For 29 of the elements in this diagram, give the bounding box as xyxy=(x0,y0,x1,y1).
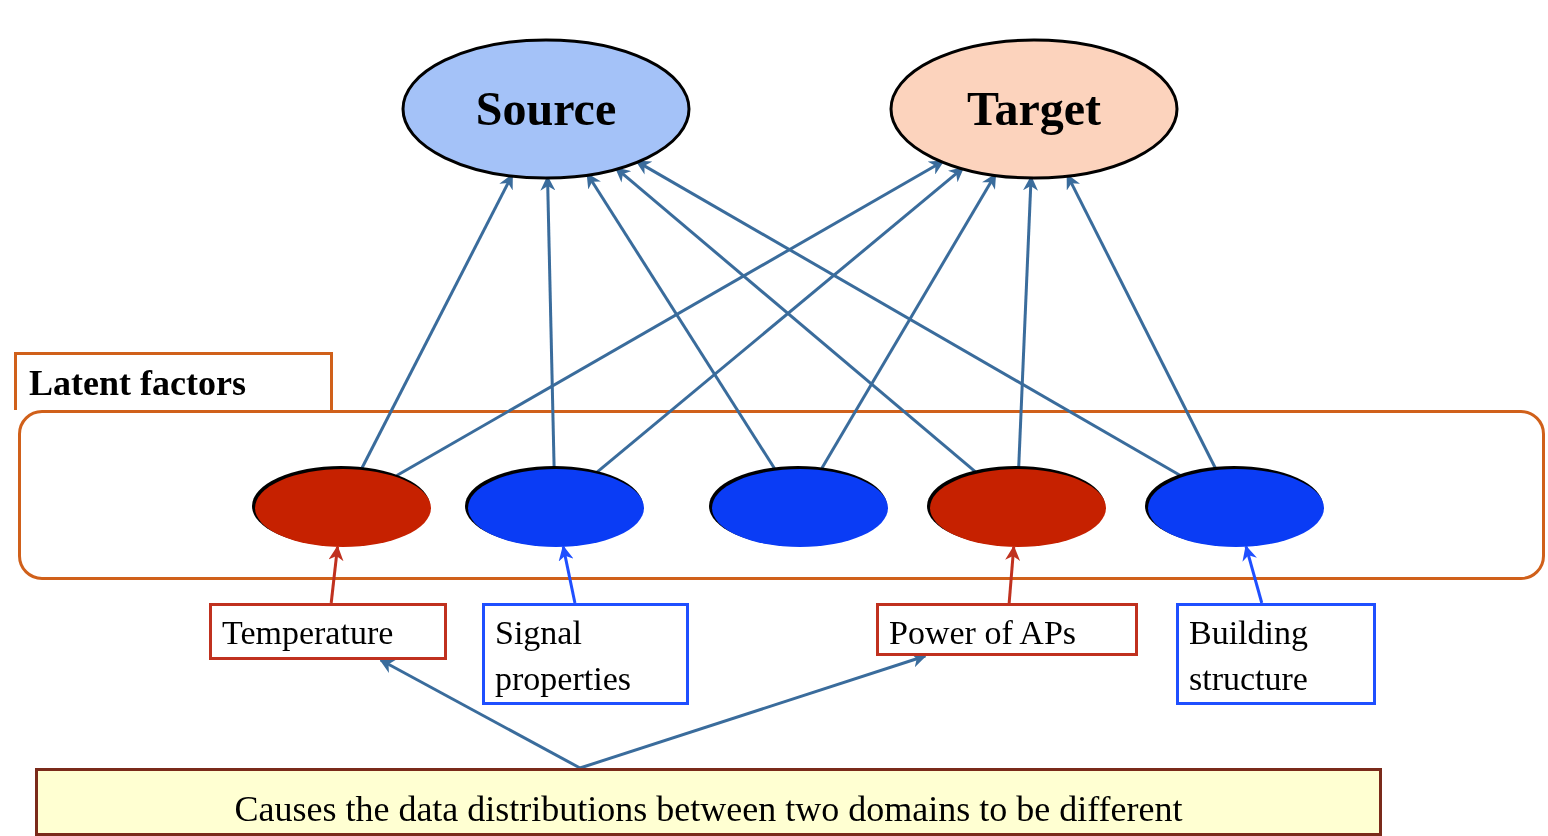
arrow xyxy=(379,658,581,770)
label-text: Temperature xyxy=(222,613,395,653)
factor-ellipse xyxy=(463,464,647,550)
arrow xyxy=(579,653,927,770)
label-text: Building structure xyxy=(1189,613,1310,699)
arrow xyxy=(1242,545,1264,604)
source-ellipse xyxy=(401,38,691,180)
note-box xyxy=(35,768,1382,836)
label-text: Signal properties xyxy=(495,613,632,699)
latent-factors-panel xyxy=(14,352,1545,580)
arrow xyxy=(396,159,945,477)
domain-label: Target xyxy=(966,80,1102,137)
arrow xyxy=(328,545,344,604)
factor-ellipse xyxy=(925,464,1109,550)
factor-ellipse xyxy=(250,464,434,550)
target-ellipse xyxy=(889,38,1179,180)
factor-label-box xyxy=(482,603,689,705)
label-text: Causes the data distributions between two domains to be different xyxy=(234,788,1183,831)
factor-label-box xyxy=(209,603,447,660)
label-text: Power of APs xyxy=(889,613,1078,653)
factor-ellipse xyxy=(707,464,891,550)
panel-heading: Latent factors xyxy=(29,361,246,404)
arrow xyxy=(635,160,1182,477)
factor-label-box xyxy=(876,603,1138,656)
factor-label-box xyxy=(1176,603,1376,705)
factor-ellipse xyxy=(1143,464,1327,550)
arrow xyxy=(558,545,577,604)
arrow xyxy=(1005,545,1021,604)
domain-label: Source xyxy=(475,80,617,137)
